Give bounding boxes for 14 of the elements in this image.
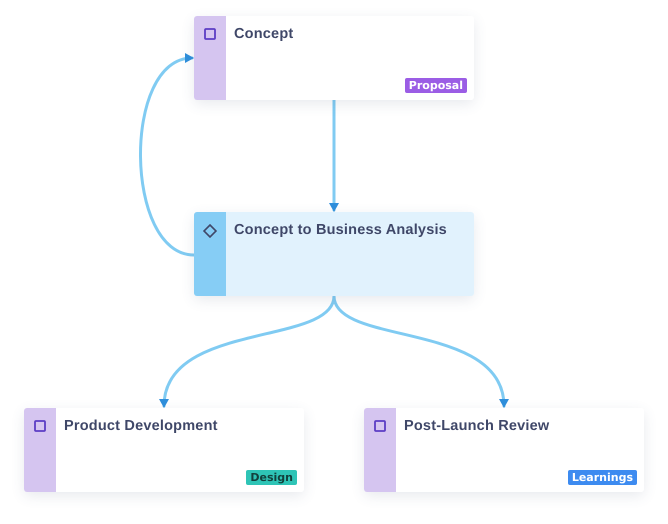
card-title: Product Development bbox=[64, 418, 219, 434]
task-card bbox=[194, 16, 474, 100]
arrow bbox=[139, 54, 196, 256]
tag-label: Learnings bbox=[568, 470, 637, 485]
arrow bbox=[329, 98, 339, 212]
decision-card bbox=[194, 212, 474, 296]
task-card bbox=[24, 408, 304, 492]
card-title: Concept bbox=[234, 26, 294, 42]
task-card bbox=[364, 408, 644, 492]
card-title: Post-Launch Review bbox=[404, 418, 550, 434]
card-title: Concept to Business Analysis bbox=[234, 222, 448, 238]
arrow bbox=[332, 294, 508, 408]
tag-label: Proposal bbox=[404, 78, 467, 93]
tag-label: Design bbox=[246, 470, 297, 485]
